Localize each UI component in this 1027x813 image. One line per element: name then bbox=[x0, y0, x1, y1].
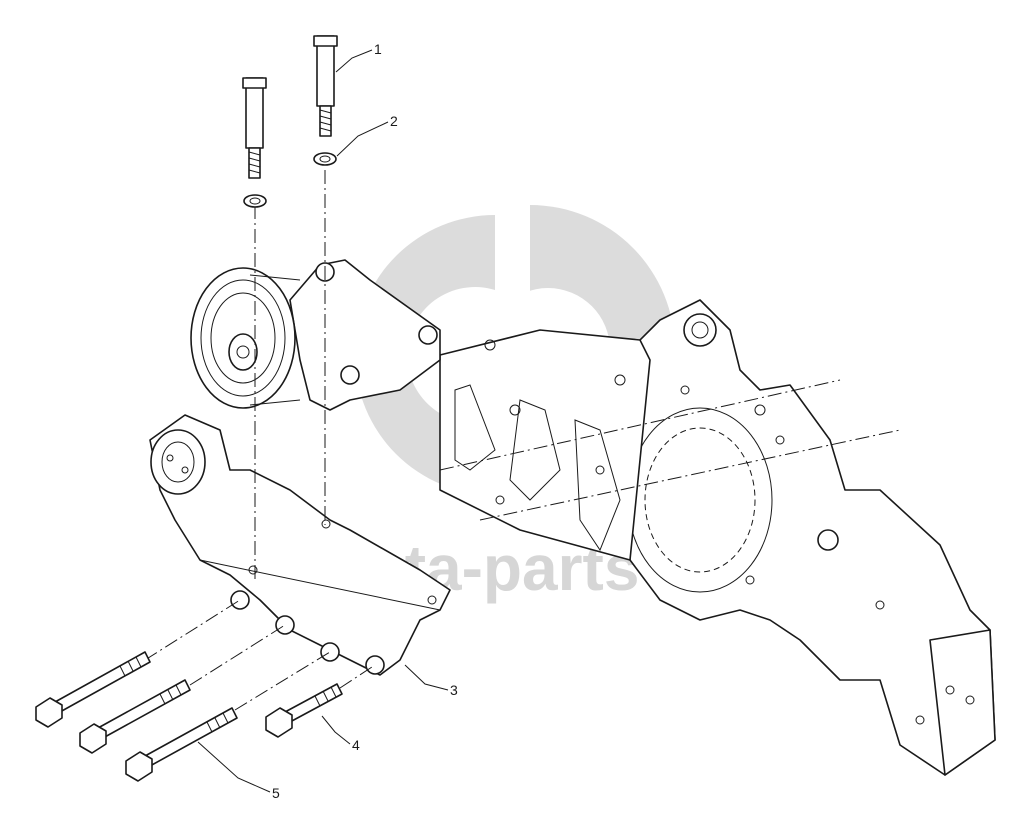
engine-housing bbox=[599, 299, 996, 776]
callout-2: 2 bbox=[390, 113, 398, 129]
washer-right bbox=[313, 152, 337, 166]
callout-4: 4 bbox=[352, 737, 360, 753]
leader-lines bbox=[197, 49, 449, 793]
callout-3: 3 bbox=[450, 682, 458, 698]
callout-5: 5 bbox=[272, 785, 280, 801]
long-bolt-1 bbox=[35, 651, 151, 728]
long-bolt-3 bbox=[125, 707, 238, 782]
gasket-plate bbox=[439, 329, 651, 561]
long-bolt-2 bbox=[79, 679, 191, 754]
stud-bolt-right bbox=[313, 35, 338, 137]
stud-bolt-left bbox=[242, 77, 267, 179]
washer-left bbox=[243, 194, 267, 208]
callout-1: 1 bbox=[374, 41, 382, 57]
mounting-bracket bbox=[149, 414, 451, 676]
short-bolt bbox=[265, 683, 343, 738]
alignment-lines bbox=[144, 170, 901, 711]
idler-pulley-assembly bbox=[190, 259, 441, 411]
